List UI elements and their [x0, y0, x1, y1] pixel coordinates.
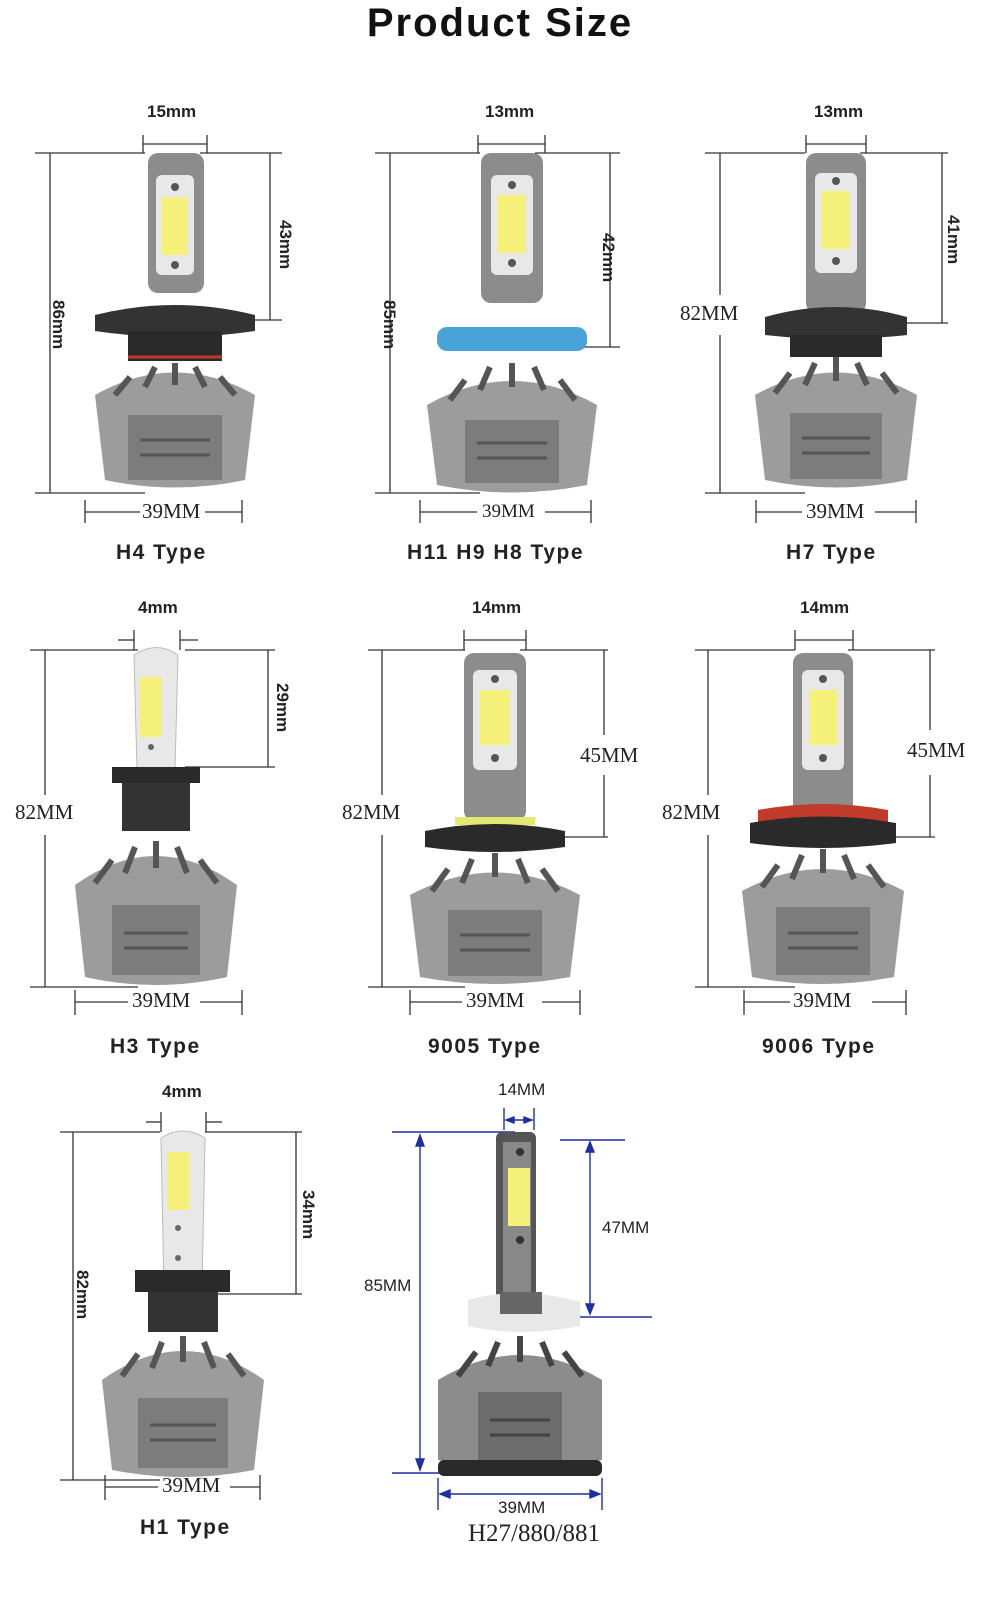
type-label: H1 Type: [140, 1516, 231, 1539]
dimension-base-width: 39MM: [142, 499, 201, 523]
type-label: 9005 Type: [428, 1035, 542, 1058]
dimension-upper-length: 34mm: [299, 1190, 318, 1240]
dimension-top-width: 4mm: [162, 1082, 202, 1101]
bulb-diagram-h1: [60, 1112, 302, 1500]
dimension-upper-length: 47MM: [602, 1218, 650, 1237]
dimension-base-width: 39MM: [498, 1498, 546, 1517]
dimension-upper-length: 42mm: [599, 233, 618, 283]
product-h11: 13mm 42mm 85mm 39MM H11 H9 H8 Type: [355, 95, 685, 595]
dimension-upper-length: 41mm: [944, 215, 963, 265]
bulb-diagram-h3: [30, 630, 275, 1015]
dimension-base-width: 39MM: [466, 988, 525, 1012]
bulb-diagram-h27: [392, 1108, 652, 1510]
dimension-total-length: 82mm: [73, 1270, 92, 1320]
bulb-diagram-h7: [705, 135, 948, 523]
dimension-base-width: 39MM: [806, 499, 865, 523]
dimension-upper-length: 29mm: [273, 683, 292, 733]
type-label: H27/880/881: [468, 1520, 600, 1547]
product-h7: 13mm 41mm 82MM 39MM H7 Type: [680, 95, 1000, 595]
product-h1: 4mm 34mm 82mm 39MM H1 Type: [40, 1080, 370, 1580]
dimension-total-length: 82MM: [15, 800, 74, 824]
product-h4: 15mm 43mm 86mm 39MM H4 Type: [20, 95, 350, 595]
type-label: 9006 Type: [762, 1035, 876, 1058]
dimension-base-width: 39MM: [132, 988, 191, 1012]
bulb-shape: [95, 153, 255, 488]
page-title: Product Size: [366, 1, 634, 45]
dimension-total-length: 86mm: [49, 300, 68, 350]
dimension-upper-length: 45MM: [907, 738, 966, 762]
dimension-top-width: 13mm: [814, 102, 864, 121]
dimension-top-width: 14MM: [498, 1080, 546, 1099]
dimension-upper-length: 43mm: [276, 220, 295, 270]
bulb-diagram-9006: [695, 630, 935, 1015]
dimension-total-length: 82MM: [342, 800, 401, 824]
dimension-top-width: 13mm: [485, 102, 535, 121]
bulb-diagram-h4: [35, 135, 282, 523]
dimension-top-width: 4mm: [138, 598, 178, 617]
type-label: H4 Type: [116, 541, 207, 564]
bulb-diagram-9005: [368, 630, 608, 1015]
dimension-total-length: 82MM: [662, 800, 721, 824]
type-label: H3 Type: [110, 1035, 201, 1058]
dimension-total-length: 85mm: [380, 300, 399, 350]
product-h27: 14MM 47MM 85MM 39MM H27/880/881: [364, 1080, 710, 1580]
type-label: H11 H9 H8 Type: [407, 541, 585, 564]
bulb-diagram-h11: [375, 135, 620, 523]
dimension-top-width: 14mm: [800, 598, 850, 617]
dimension-total-length: 82MM: [680, 301, 739, 325]
dimension-upper-length: 45MM: [580, 743, 639, 767]
dimension-base-width: 39MM: [793, 988, 852, 1012]
dimension-top-width: 15mm: [147, 102, 197, 121]
dimension-base-width: 39MM: [162, 1473, 221, 1497]
dimension-total-length: 85MM: [364, 1276, 412, 1295]
type-label: H7 Type: [786, 541, 877, 564]
product-9006: 14mm 45MM 82MM 39MM 9006 Type: [662, 595, 1000, 1095]
product-9005: 14mm 45MM 82MM 39MM 9005 Type: [342, 595, 680, 1095]
product-h3: 4mm 29mm 82MM 39MM H3 Type: [15, 595, 350, 1095]
dimension-top-width: 14mm: [472, 598, 522, 617]
dimension-base-width: 39MM: [482, 501, 535, 522]
